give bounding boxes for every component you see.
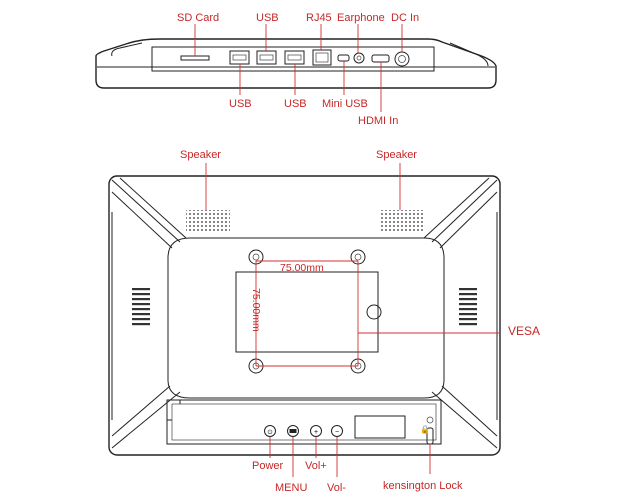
back-view: 75.00mm 75.00mm VESA ⏻ + − 🔒 Speaker [108,149,540,494]
dc-in-jack [394,51,410,67]
power-button[interactable] [264,425,276,437]
power-icon: ⏻ [268,429,273,436]
mini-usb-port [337,54,350,62]
vol-plus-label: Vol+ [305,460,327,472]
rj45-port [312,49,332,66]
kensington-lock-label: kensington Lock [383,480,463,492]
vol-plus-button[interactable] [310,425,322,437]
usb-port-1 [229,50,250,65]
dc-in-jack-inner [398,55,406,63]
rj45-port-inner [315,52,329,63]
menu-label: MENU [275,482,307,494]
usb-bottom-1-label: USB [229,98,252,110]
port-panel [151,46,435,72]
usb-port-1-inner [232,54,247,61]
earphone-jack-inner [356,55,362,61]
usb-port-3-inner [287,54,302,61]
control-panel-inner [171,403,437,441]
menu-icon [289,429,297,433]
corner-ribs [111,177,498,449]
menu-button[interactable] [287,425,299,437]
left-side-vent [132,288,150,326]
lock-icon: 🔒 [420,425,430,434]
speaker-right-grille [380,210,424,232]
hdmi-in-label: HDMI In [358,115,398,127]
dc-in-label: DC In [391,12,419,24]
earphone-jack [353,52,365,64]
speaker-left-label: Speaker [180,149,221,161]
vesa-horizontal-dimension: 75.00mm [280,262,324,274]
hdmi-port [371,54,390,63]
speaker-left-grille [186,210,230,232]
mini-usb-label: Mini USB [322,98,368,110]
sd-card-slot [180,55,210,61]
usb-port-2 [256,50,277,65]
vesa-screw-top-left-inner [252,253,260,261]
sd-card-label: SD Card [177,12,219,24]
back-shell [108,175,501,456]
usb-port-2-inner [259,54,274,61]
kensington-lock-icon [426,416,434,424]
vesa-screw-top-right-inner [354,253,362,261]
rj45-label: RJ45 [306,12,332,24]
vol-plus-icon: + [314,429,318,436]
usb-top-label: USB [256,12,279,24]
vesa-plate [235,271,379,353]
usb-port-3 [284,50,305,65]
vesa-center-boss [366,304,382,320]
side-bevel-right [449,42,489,67]
control-panel [166,399,442,445]
speaker-right-label: Speaker [376,149,417,161]
top-view: SD Card USB RJ45 Earphone DC In USB USB … [95,12,497,127]
vol-minus-button[interactable] [331,425,343,437]
vesa-label: VESA [508,324,540,338]
side-bevel-left [111,42,143,57]
power-label: Power [252,460,284,472]
vol-minus-label: Vol- [327,482,346,494]
usb-bottom-2-label: USB [284,98,307,110]
vol-minus-icon: − [335,429,339,436]
vesa-vertical-dimension: 75.00mm [250,288,262,332]
earphone-label: Earphone [337,12,385,24]
right-side-vent [459,288,477,326]
label-sticker [354,415,406,439]
